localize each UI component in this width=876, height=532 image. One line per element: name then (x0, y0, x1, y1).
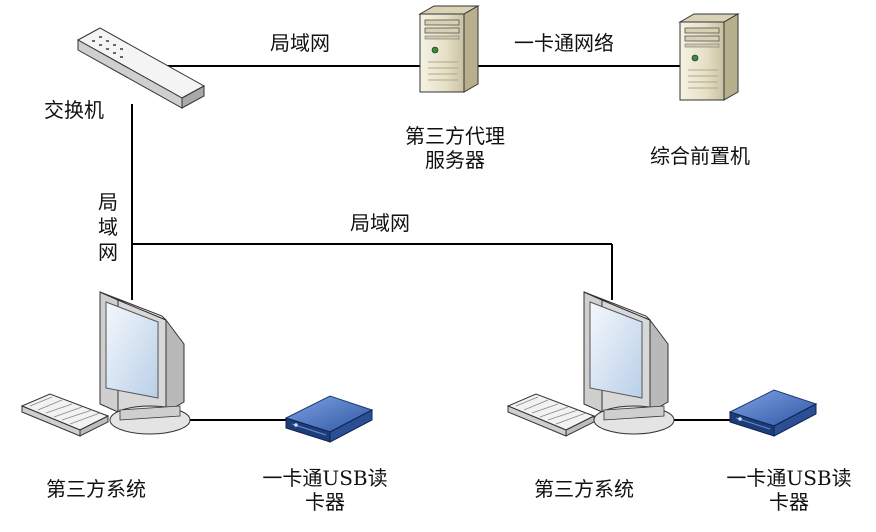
proxy-server-label-line1: 第三方代理 (405, 124, 505, 148)
front-machine-label: 综合前置机 (650, 144, 750, 168)
monitor-left-icon (99, 291, 191, 435)
proxy-server-label-line2: 服务器 (425, 148, 485, 172)
proxy-server-icon (419, 5, 479, 93)
lan-label-top: 局域网 (270, 31, 330, 55)
keyboard-left-icon (21, 393, 109, 437)
reader-right-label: 一卡通USB读 卡器 (704, 466, 874, 514)
lan-vertical-char-1: 局 (98, 190, 118, 214)
front-machine-server-icon (679, 13, 739, 101)
reader-left-label: 一卡通USB读 卡器 (240, 466, 410, 514)
reader-right-label-line2: 卡器 (769, 490, 809, 514)
proxy-server-label: 第三方代理 服务器 (380, 124, 530, 172)
connection-lines (131, 65, 736, 421)
reader-left-label-line1: 一卡通USB读 (262, 466, 388, 490)
switch-icon (76, 27, 206, 109)
system-left-label: 第三方系统 (46, 477, 146, 501)
monitor-right-icon (583, 291, 675, 435)
usb-reader-right-icon (729, 389, 817, 437)
lan-label-middle: 局域网 (350, 211, 410, 235)
lan-label-vertical: 局 域 网 (96, 190, 120, 265)
lan-vertical-char-2: 域 (98, 215, 118, 239)
system-right-label: 第三方系统 (534, 477, 634, 501)
switch-label: 交换机 (44, 98, 104, 122)
usb-reader-left-icon (285, 395, 373, 443)
reader-left-label-line2: 卡器 (305, 490, 345, 514)
lan-vertical-char-3: 网 (98, 240, 118, 264)
keyboard-right-icon (507, 393, 595, 437)
reader-right-label-line1: 一卡通USB读 (726, 466, 852, 490)
card-network-label: 一卡通网络 (514, 31, 614, 55)
